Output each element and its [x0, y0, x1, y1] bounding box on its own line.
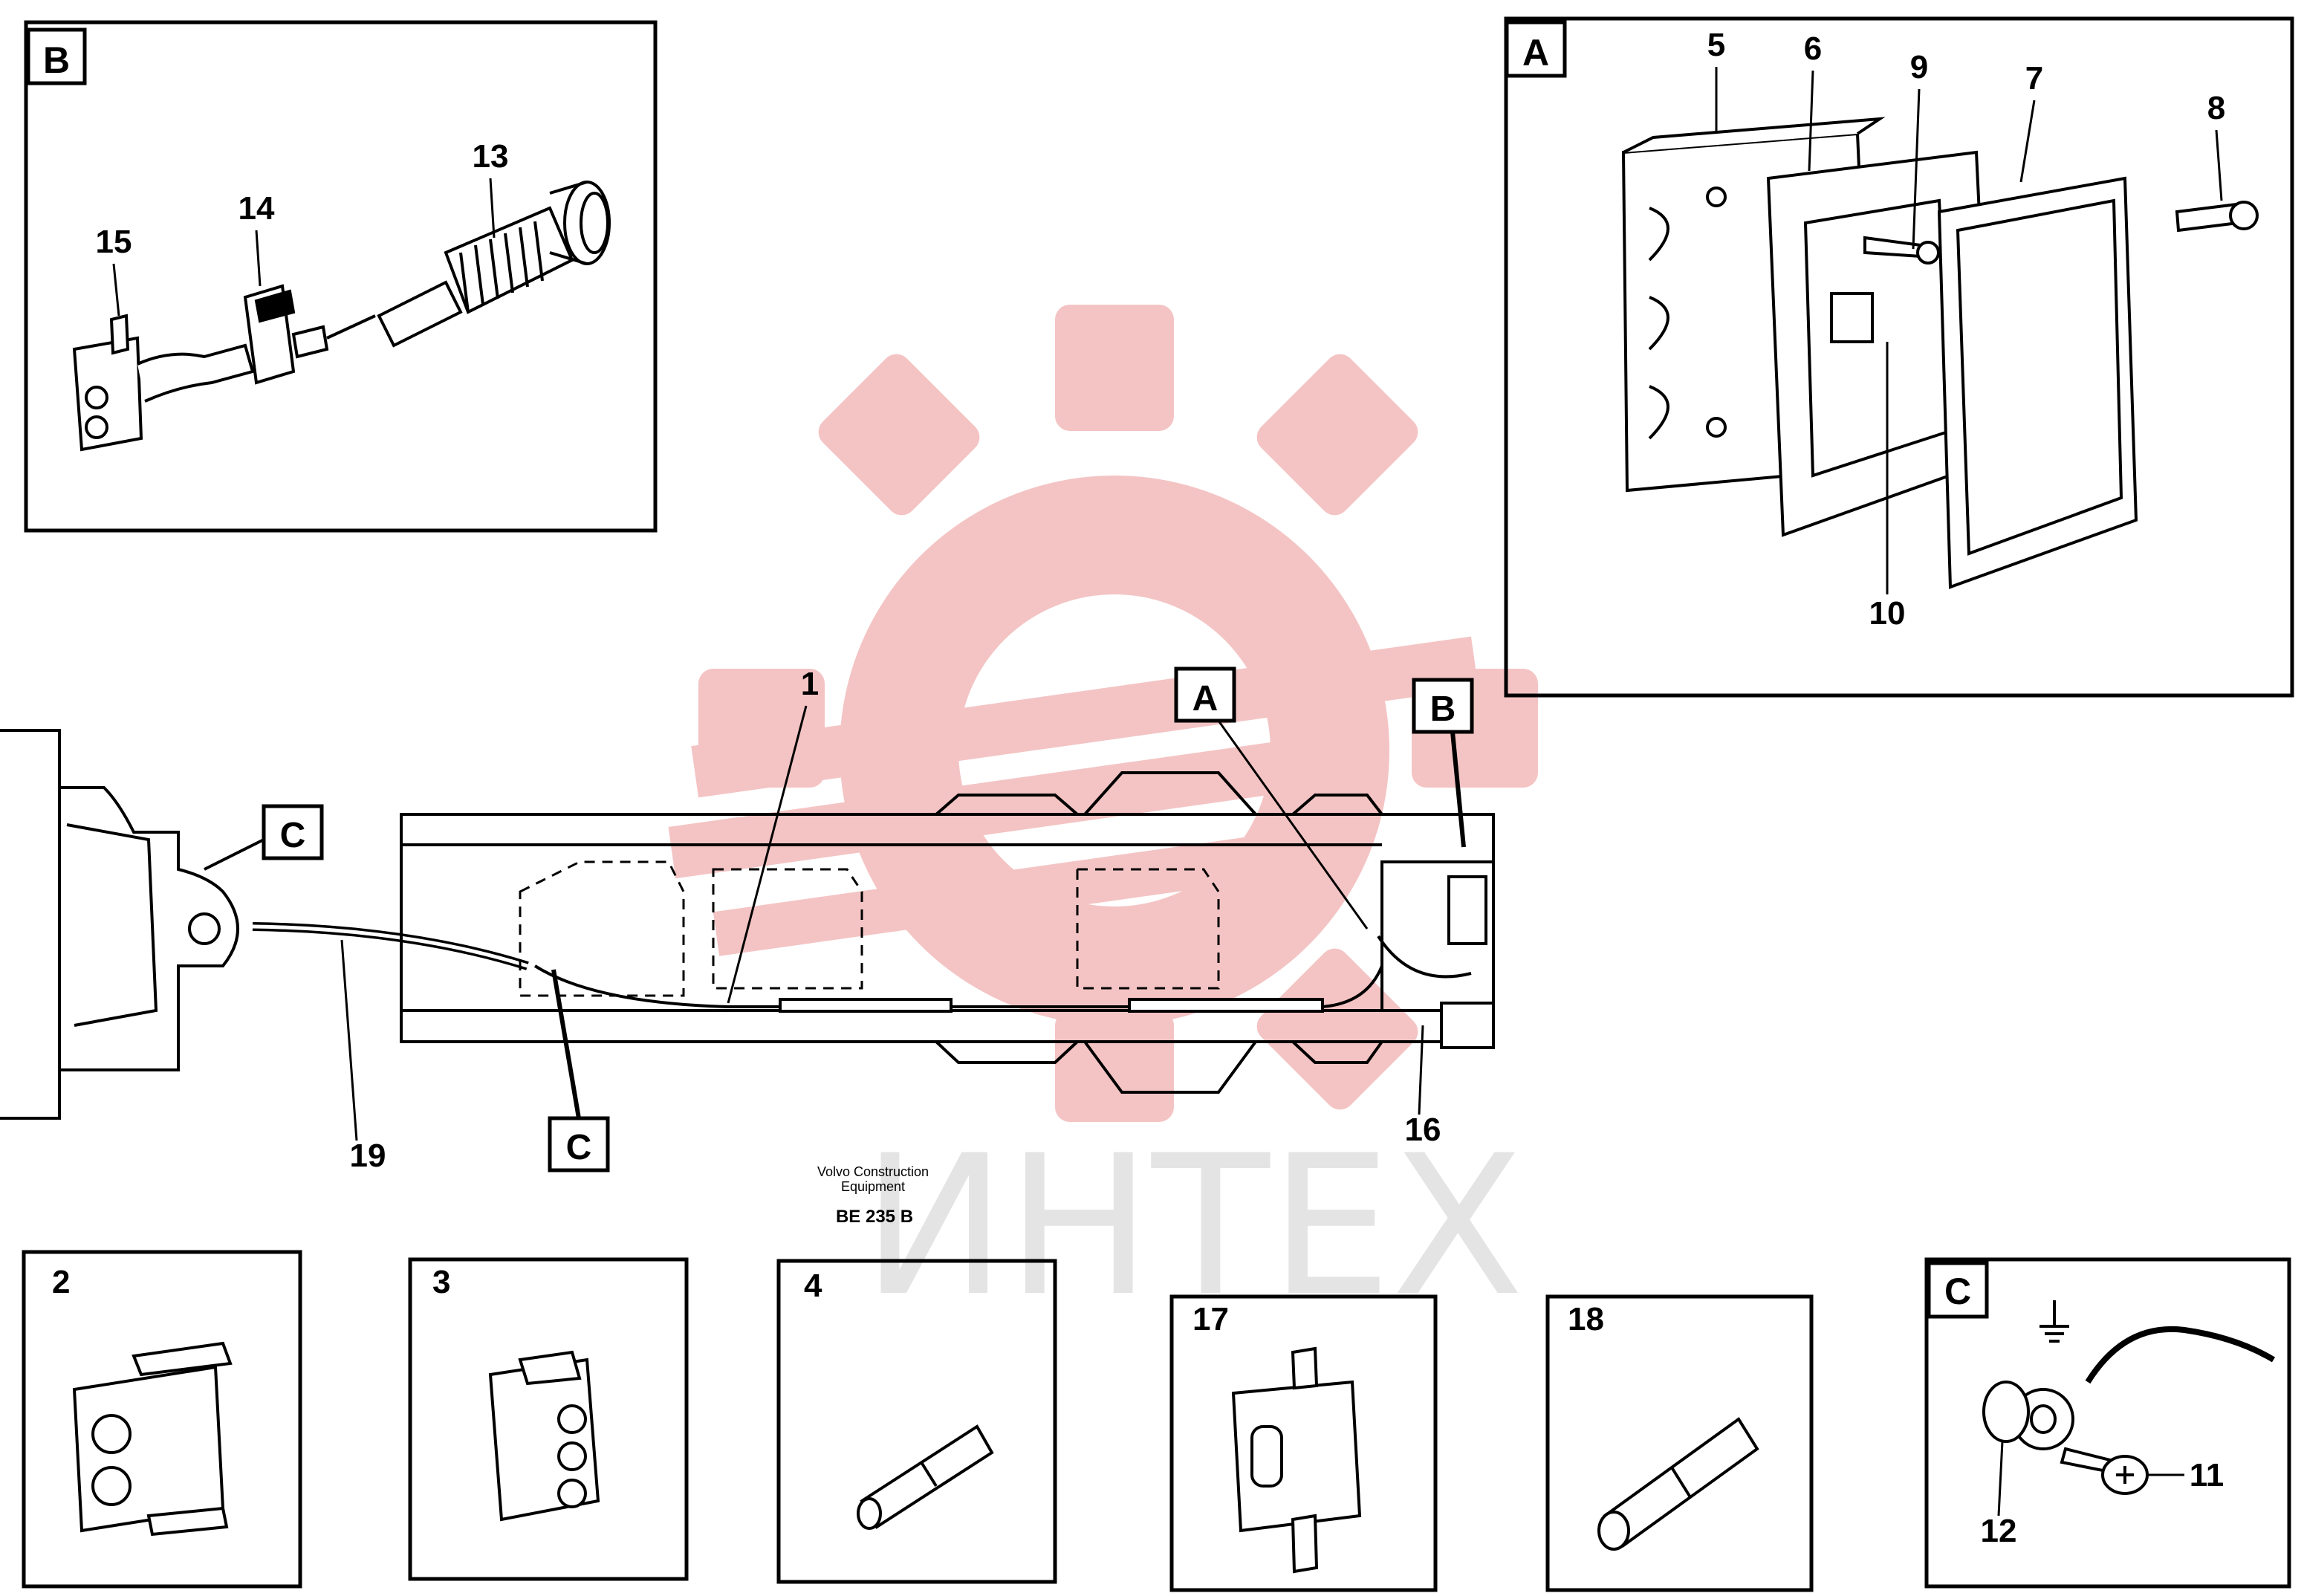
part-17-panel: 17	[1169, 1294, 1438, 1592]
part-2-panel: 2	[22, 1250, 302, 1589]
callout-5: 5	[1707, 27, 1725, 63]
callout-3: 3	[432, 1264, 450, 1300]
callout-18: 18	[1568, 1301, 1604, 1337]
callout-17: 17	[1192, 1301, 1229, 1337]
detail-c-label: C	[1944, 1271, 1971, 1312]
connector-part-15	[72, 314, 255, 452]
detail-a-panel: A 5 6 9 7 8	[1504, 16, 2294, 698]
callout-7: 7	[2025, 60, 2043, 97]
sleeve-part-18	[1597, 1417, 1759, 1551]
callout-14: 14	[238, 190, 275, 227]
detail-c-panel: C 11 12	[1924, 1257, 2291, 1589]
part-4-panel: 4	[776, 1259, 1057, 1584]
caption-company-line2: Equipment	[841, 1179, 905, 1194]
callout-11: 11	[2190, 1457, 2225, 1493]
sleeve-part-4	[857, 1424, 994, 1530]
callout-19: 19	[350, 1138, 386, 1174]
callout-10: 10	[1869, 595, 1906, 632]
caption-company: Volvo Construction	[817, 1164, 929, 1179]
part-18-panel: 18	[1545, 1294, 1814, 1592]
screw-part-9	[1863, 236, 1940, 265]
callout-4: 4	[804, 1268, 822, 1304]
connector-part-2	[72, 1341, 233, 1537]
switch-part-13	[377, 181, 611, 348]
cable-lug-part	[1982, 1326, 2276, 1450]
callout-15: 15	[96, 224, 132, 260]
detail-c-marker-left: C	[280, 816, 306, 855]
callout-6: 6	[1804, 30, 1822, 67]
detail-c-marker-bottom: C	[566, 1128, 592, 1167]
callout-12: 12	[1981, 1513, 2017, 1549]
callout-16: 16	[1405, 1112, 1441, 1148]
lid-part-7	[1937, 176, 2138, 589]
detail-a-marker: A	[1192, 679, 1218, 718]
part-3-panel: 3	[408, 1257, 689, 1581]
callout-13: 13	[473, 138, 509, 175]
detail-b-panel: B 13 14 15	[24, 20, 658, 533]
caption-code: BE 235 B	[836, 1207, 913, 1227]
main-callouts: 1 A B C C 19 16	[204, 666, 1474, 1174]
plate-part-14	[243, 284, 376, 385]
main-assembly	[0, 729, 1495, 1120]
screw-part-8	[2175, 201, 2259, 233]
detail-b-marker: B	[1430, 690, 1456, 729]
screw-part-11	[2060, 1447, 2149, 1495]
callout-1: 1	[801, 666, 819, 702]
ground-symbol-icon	[2039, 1300, 2069, 1343]
detail-a-label: A	[1522, 32, 1549, 74]
connector-part-3	[488, 1350, 600, 1522]
connector-part-17	[1231, 1346, 1362, 1574]
callout-2: 2	[52, 1264, 70, 1300]
caption: Volvo Construction Equipment BE 235 B	[817, 1164, 929, 1227]
watermark-text: ИНТЕХ	[862, 1115, 1524, 1339]
callout-9: 9	[1910, 49, 1928, 85]
callout-8: 8	[2207, 90, 2225, 126]
detail-b-label: B	[43, 39, 70, 81]
